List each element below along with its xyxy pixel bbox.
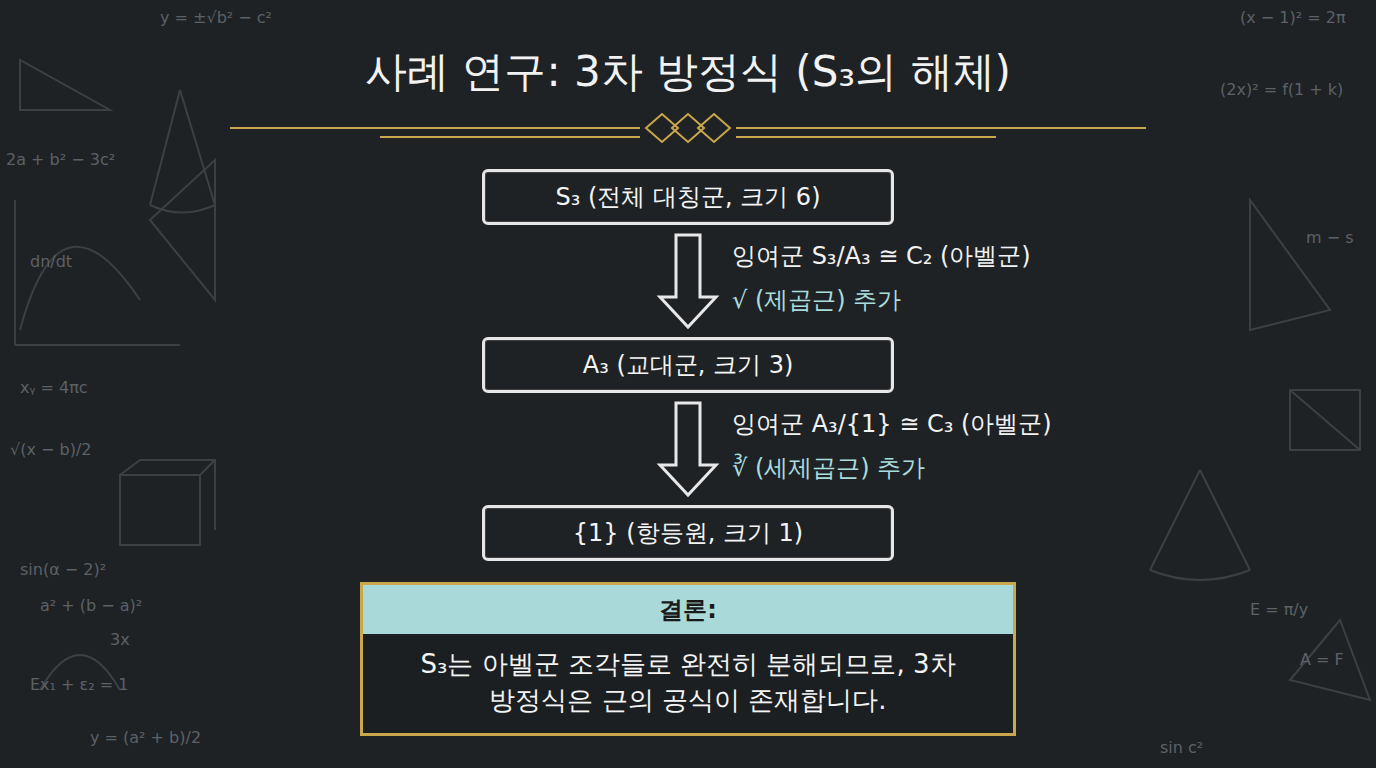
panel-text: 결론: xyxy=(659,596,717,624)
panel-text: S₃는 아벨군 조각들로 완전히 분해되므로, 3차 방정식은 근의 공식이 존… xyxy=(403,646,973,719)
box-label: A₃ (교대군, 크기 3) xyxy=(561,349,816,381)
axes-sketch xyxy=(15,200,180,345)
square-sketch xyxy=(1290,390,1360,450)
chalk-formula: (x − 1)² = 2π xyxy=(1240,8,1346,27)
triangle-sketch xyxy=(20,60,110,110)
quotient-label: 잉여군 A₃/{1} ≅ C₃ (아벨군) xyxy=(732,408,1052,440)
chalk-formula: m − s xyxy=(1306,228,1354,247)
hollow-arrow xyxy=(660,403,716,495)
title-rule xyxy=(736,127,1146,129)
cone-sketch xyxy=(150,90,215,213)
chalk-formula: sin(α − 2)² xyxy=(20,560,106,579)
chalk-formula: Ex₁ + ε₂ = 1 xyxy=(30,675,128,694)
chalk-formula: A = F xyxy=(1300,650,1344,669)
conclusion-panel: 결론: S₃는 아벨군 조각들로 완전히 분해되므로, 3차 방정식은 근의 공식… xyxy=(360,582,1016,736)
chalk-formula: 3x xyxy=(110,630,130,649)
chalk-formula: y = (a² + b)/2 xyxy=(90,728,201,747)
curve-sketch xyxy=(20,247,140,330)
triangle-sketch xyxy=(1250,200,1330,330)
triangle-sketch xyxy=(1290,620,1370,700)
chalk-formula: E = π/y xyxy=(1250,600,1308,619)
ornament-diamond xyxy=(698,114,730,142)
quotient-label: 잉여군 S₃/A₃ ≅ C₂ (아벨군) xyxy=(732,240,1031,272)
root-step: √ (제곱근) 추가 xyxy=(732,284,901,316)
root-step: ∛ (세제곱근) 추가 xyxy=(732,452,925,484)
panel-body: S₃는 아벨군 조각들로 완전히 분해되므로, 3차 방정식은 근의 공식이 존… xyxy=(363,634,1013,733)
chalk-formula: √(x − b)/2 xyxy=(10,440,91,459)
box-label: S₃ (전체 대칭군, 크기 6) xyxy=(534,181,843,213)
chalk-formula: 2a + b² − 3c² xyxy=(6,150,115,169)
group-box: S₃ (전체 대칭군, 크기 6) xyxy=(482,169,894,225)
panel-heading: 결론: xyxy=(363,585,1013,634)
title-rule xyxy=(380,136,640,138)
triangle-sketch xyxy=(150,160,215,300)
cube-sketch xyxy=(120,460,215,545)
group-box: {1} (항등원, 크기 1) xyxy=(482,505,894,561)
chalk-formula: y = ±√b² − c² xyxy=(160,8,272,27)
chalk-formula: dn/dt xyxy=(30,252,72,271)
chalk-formula: (2x)² = f(1 + k) xyxy=(1220,80,1343,99)
title-rule xyxy=(230,127,640,129)
title-rule xyxy=(736,136,996,138)
hollow-arrow xyxy=(660,235,716,327)
group-box: A₃ (교대군, 크기 3) xyxy=(482,337,894,393)
box-label: {1} (항등원, 크기 1) xyxy=(551,517,825,549)
chalk-formula: a² + (b − a)² xyxy=(40,596,142,615)
chalk-formula: xᵧ = 4πc xyxy=(20,378,88,397)
title: 사례 연구: 3차 방정식 (S₃의 해체) xyxy=(0,44,1376,100)
chalk-formula: sin c² xyxy=(1160,738,1203,757)
cone-sketch xyxy=(1150,470,1250,580)
